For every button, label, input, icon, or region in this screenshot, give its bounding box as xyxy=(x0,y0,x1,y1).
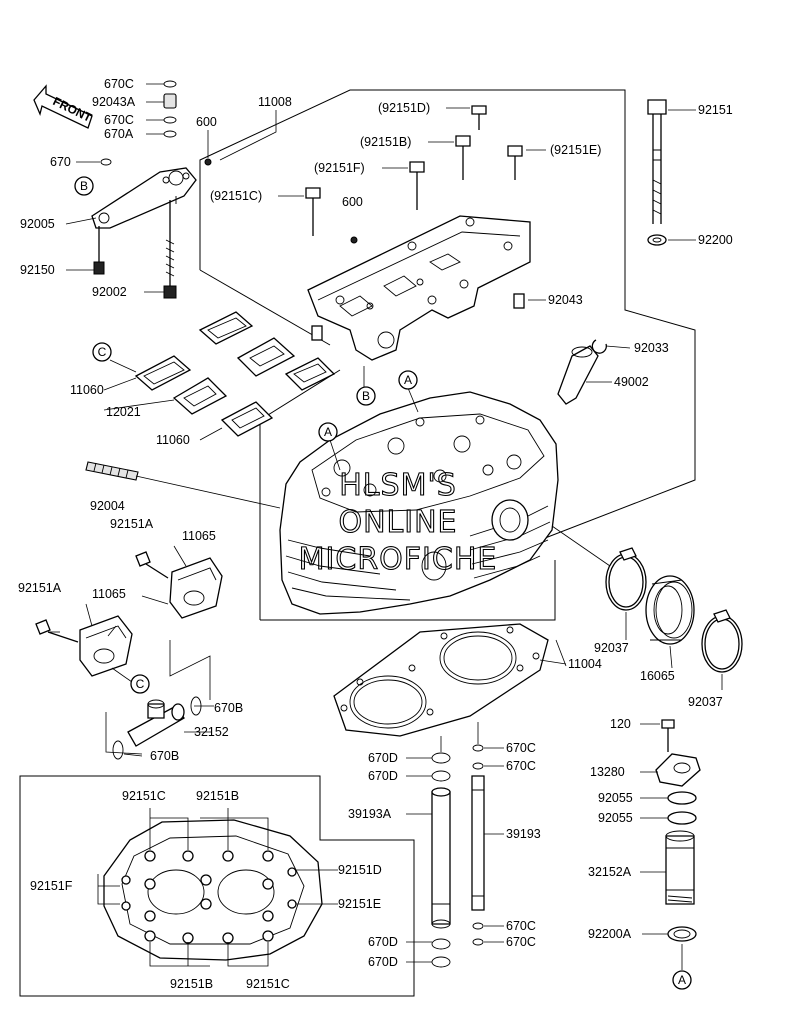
inset-label-92151e: 92151E xyxy=(338,897,381,911)
label-39193: 39193 xyxy=(506,827,541,841)
ref-a-1: A xyxy=(404,373,412,387)
head-gasket xyxy=(333,623,549,737)
label-92151e-paren: (92151E) xyxy=(550,143,601,157)
label-11008: 11008 xyxy=(258,95,292,109)
intake-joint-clamps xyxy=(605,547,743,673)
label-92055-1: 92055 xyxy=(598,791,633,805)
label-11060-1: 11060 xyxy=(70,383,104,397)
inset-label-92151c-top: 92151C xyxy=(122,789,166,803)
label-16065: 16065 xyxy=(640,669,675,683)
label-11060-2: 11060 xyxy=(156,433,190,447)
oil-pipes xyxy=(431,744,485,968)
label-670c-3: 670C xyxy=(506,741,536,755)
stud-92004 xyxy=(85,461,139,481)
label-92200: 92200 xyxy=(698,233,733,247)
label-670d-2: 670D xyxy=(368,769,398,783)
bolt-location-inset xyxy=(19,775,415,997)
label-11065-2: 11065 xyxy=(92,587,126,601)
label-92200a: 92200A xyxy=(588,927,632,941)
label-92043: 92043 xyxy=(548,293,583,307)
oil-filler-stack xyxy=(655,719,701,942)
label-92151d-paren: (92151D) xyxy=(378,101,430,115)
label-670c-2: 670C xyxy=(104,113,134,127)
head-bolts-upper xyxy=(305,105,523,236)
label-92151b-paren: (92151B) xyxy=(360,135,411,149)
inset-label-92151c-bot: 92151C xyxy=(246,977,290,991)
inset-bolt-holes xyxy=(121,850,297,944)
ref-c-2: C xyxy=(136,677,145,691)
label-11065-1: 11065 xyxy=(182,529,216,543)
label-670b-2: 670B xyxy=(150,749,179,763)
leader-lines xyxy=(48,83,723,970)
label-92151a-2: 92151A xyxy=(18,581,62,595)
plug-sleeve xyxy=(557,339,607,405)
inset-label-92151f: 92151F xyxy=(30,879,73,893)
label-92005: 92005 xyxy=(20,217,55,231)
label-92002: 92002 xyxy=(92,285,127,299)
label-600-1: 600 xyxy=(196,115,217,129)
label-670a: 670A xyxy=(104,127,134,141)
label-92151f-paren: (92151F) xyxy=(314,161,365,175)
watermark: HLSM'S ONLINE MICROFICHE xyxy=(298,467,498,577)
label-32152: 32152 xyxy=(194,725,229,739)
label-670d-1: 670D xyxy=(368,751,398,765)
label-670c-4: 670C xyxy=(506,759,536,773)
ref-b-2: B xyxy=(362,389,370,403)
long-bolt-92151 xyxy=(647,99,667,246)
watermark-line-3: MICROFICHE xyxy=(299,542,498,577)
label-92043a: 92043A xyxy=(92,95,136,109)
label-92037-2: 92037 xyxy=(688,695,723,709)
label-120: 120 xyxy=(610,717,631,731)
label-92151a-1: 92151A xyxy=(110,517,154,531)
reed-gaskets xyxy=(134,311,336,437)
label-600-2: 600 xyxy=(342,195,363,209)
breather-pipe xyxy=(105,640,211,760)
label-670c-1: 670C xyxy=(104,77,134,91)
bracket-assembly xyxy=(91,80,212,299)
part-labels: 670C 92043A 670C 670A 600 670 11008 (921… xyxy=(18,77,733,991)
label-11004: 11004 xyxy=(568,657,602,671)
label-670c-6: 670C xyxy=(506,935,536,949)
inset-label-92151b-top: 92151B xyxy=(196,789,239,803)
intake-holders xyxy=(35,551,223,677)
cylinder-head xyxy=(279,391,559,615)
label-92151c-paren: (92151C) xyxy=(210,189,262,203)
label-92033: 92033 xyxy=(634,341,669,355)
label-39193a: 39193A xyxy=(348,807,392,821)
front-arrow: FRONT xyxy=(33,84,95,129)
label-92151: 92151 xyxy=(698,103,733,117)
inset-label-92151b-bot: 92151B xyxy=(170,977,213,991)
ref-a-3: A xyxy=(678,973,686,987)
camshaft-holder xyxy=(307,215,531,361)
label-670b-1: 670B xyxy=(214,701,243,715)
label-49002: 49002 xyxy=(614,375,649,389)
ref-a-2: A xyxy=(324,425,332,439)
label-670c-5: 670C xyxy=(506,919,536,933)
label-13280: 13280 xyxy=(590,765,625,779)
label-670: 670 xyxy=(50,155,71,169)
watermark-line-2: ONLINE xyxy=(338,505,457,540)
label-670d-4: 670D xyxy=(368,955,398,969)
ref-c-1: C xyxy=(98,345,107,359)
label-92037-1: 92037 xyxy=(594,641,629,655)
label-32152a: 32152A xyxy=(588,865,632,879)
reference-markers: B B C C A A A xyxy=(74,176,692,990)
label-670d-3: 670D xyxy=(368,935,398,949)
inset-label-92151d: 92151D xyxy=(338,863,382,877)
label-92150: 92150 xyxy=(20,263,55,277)
ref-b-1: B xyxy=(80,179,88,193)
label-12021: 12021 xyxy=(106,405,141,419)
label-92004: 92004 xyxy=(90,499,125,513)
watermark-line-1: HLSM'S xyxy=(339,468,457,503)
label-92055-2: 92055 xyxy=(598,811,633,825)
